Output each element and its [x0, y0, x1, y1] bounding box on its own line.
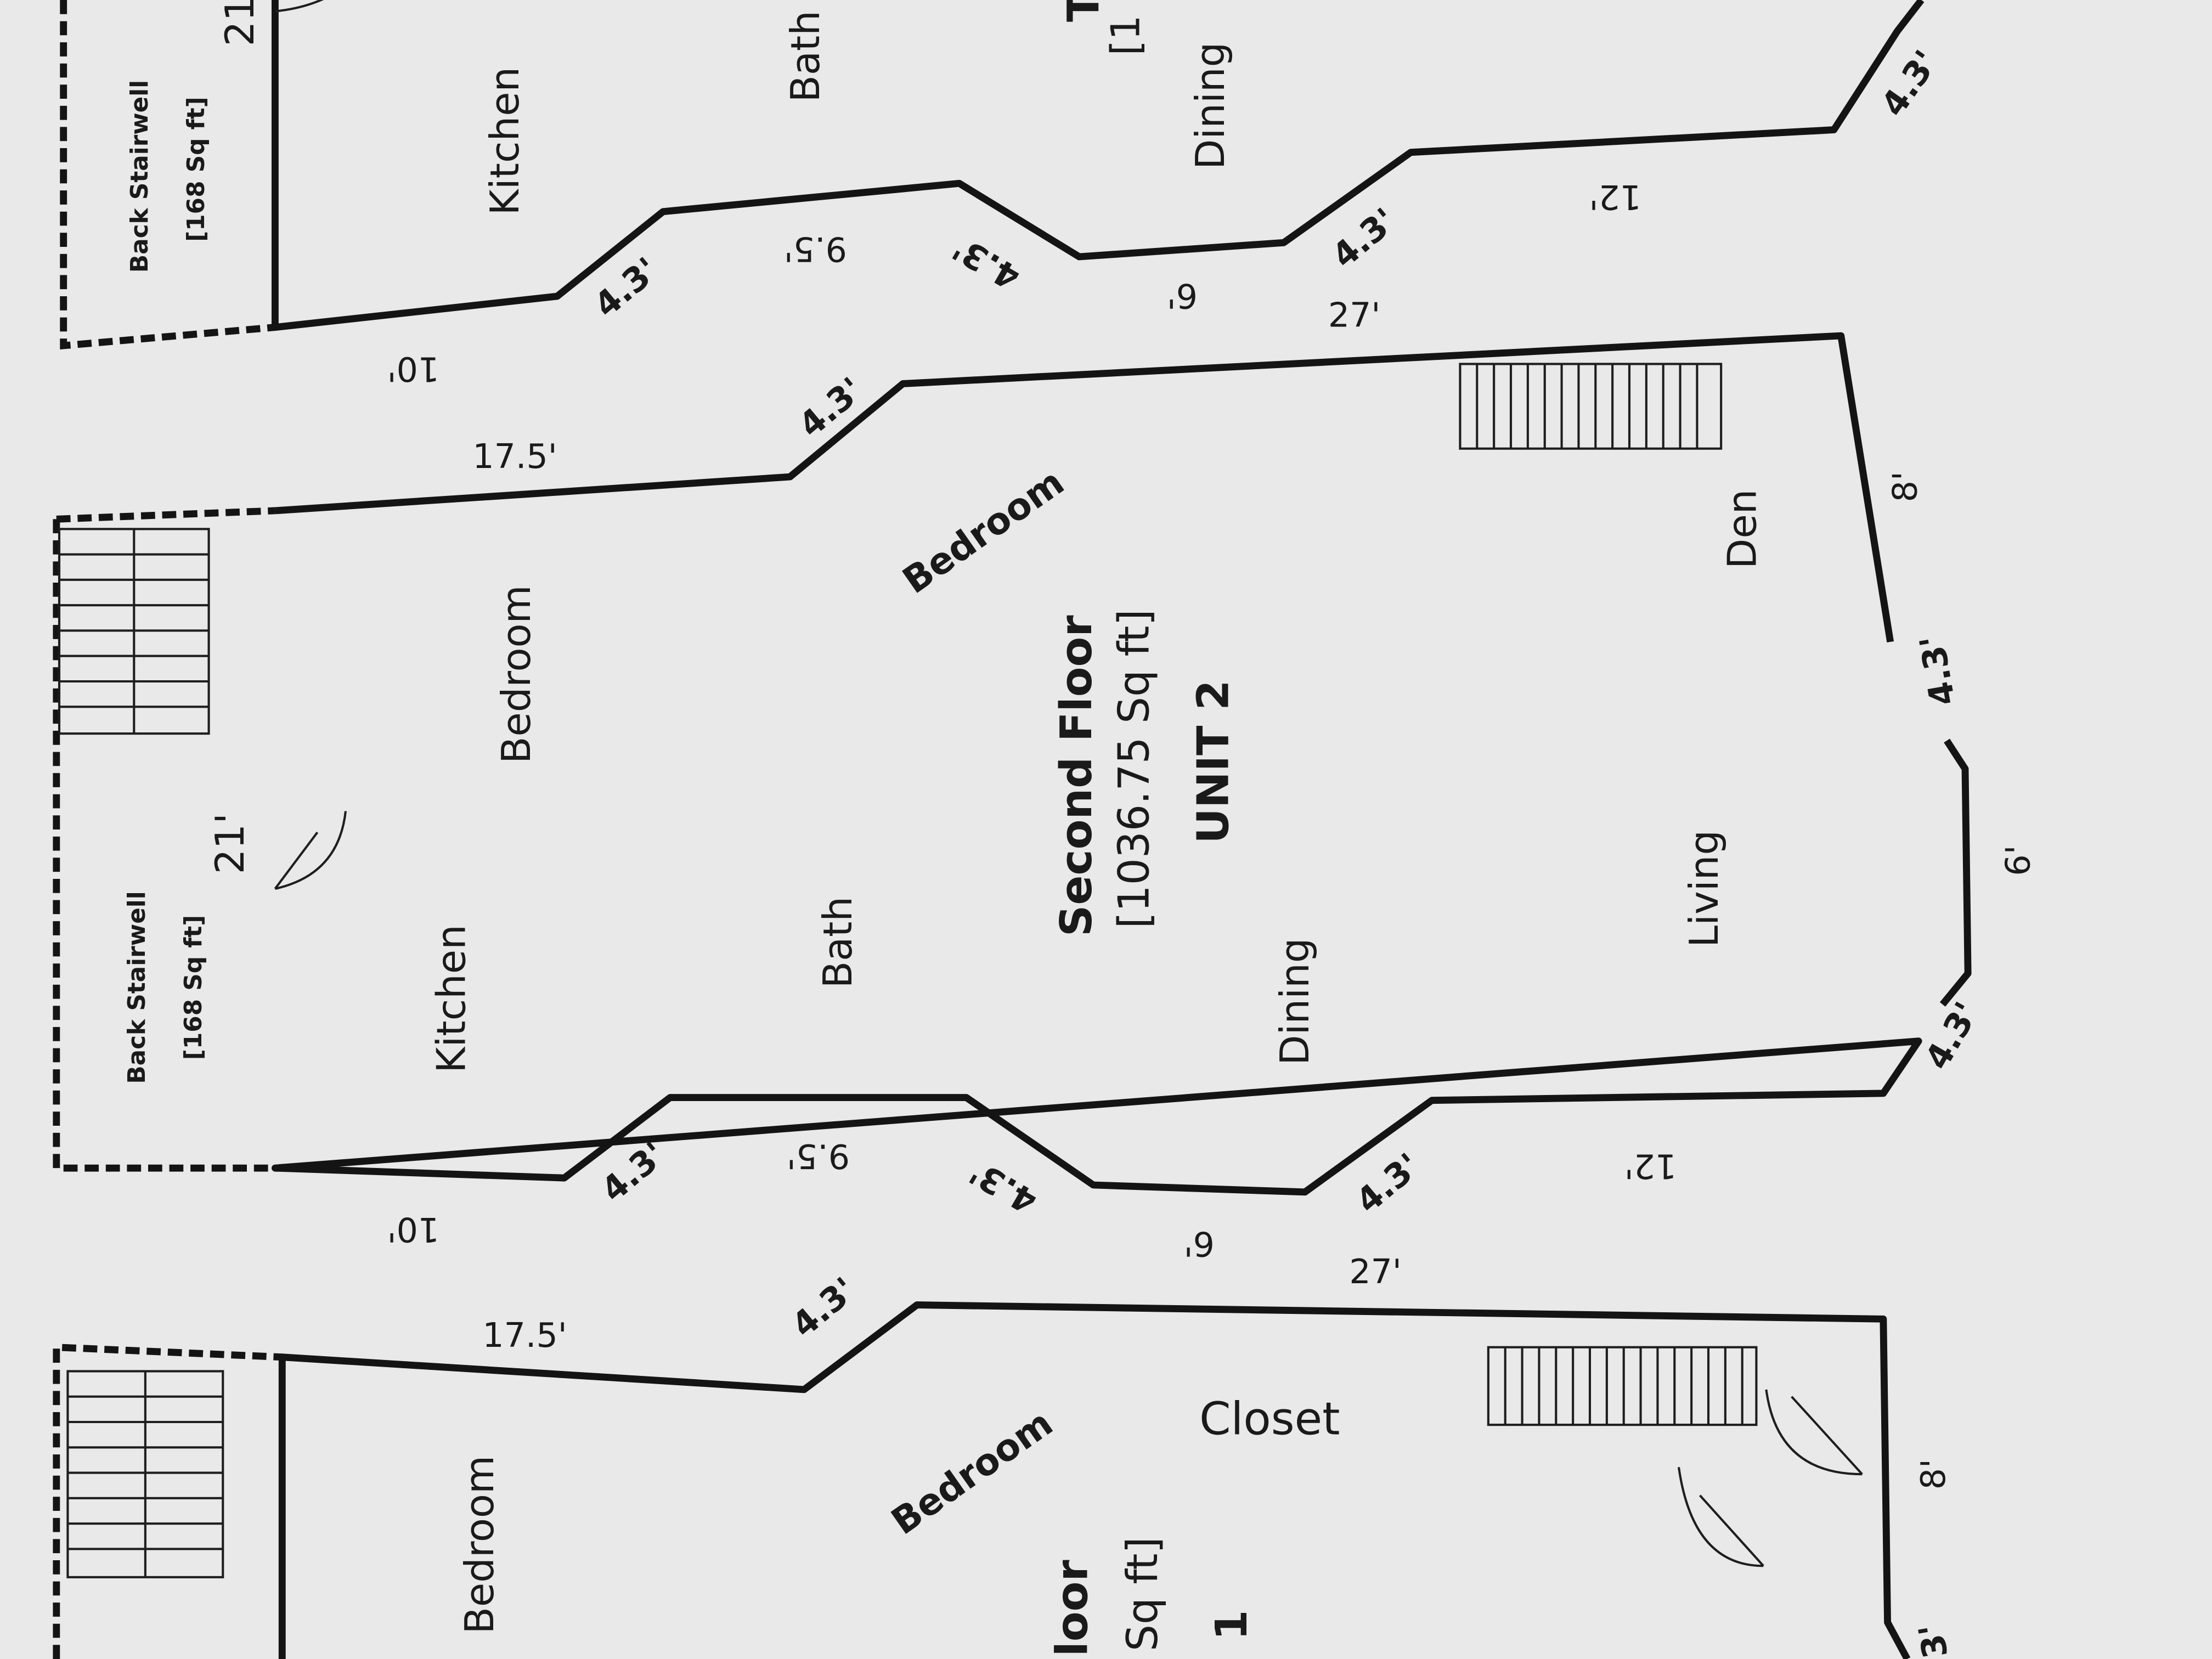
room-dining: Dining: [1187, 42, 1233, 170]
dimension: 4.3': [1348, 1146, 1428, 1221]
door-swing: [275, 0, 324, 13]
unit-outline: [272, 332, 1972, 1196]
dimension: 4.3': [1912, 633, 1963, 709]
dimension: 9.5': [784, 229, 847, 269]
dimension: 27': [1349, 1252, 1401, 1291]
stairwell-area: [168 Sq ft]: [182, 97, 210, 241]
stairwell-wall-dashed: [53, 1343, 283, 1659]
room-bedroom: Bedroom: [493, 585, 539, 764]
dimension: 10': [387, 1210, 439, 1249]
dimension: 17.5': [472, 437, 557, 476]
stairwell-label: Back Stairwell: [126, 80, 154, 273]
stair-dimension: 21: [217, 0, 263, 46]
unit-2: Back Stairwell [168 Sq ft] 21' Kitchen B…: [53, 296, 2038, 1291]
dimension: 9.5': [787, 1136, 850, 1176]
dimension: 4.3': [1917, 996, 1987, 1076]
floor-area: [1036.75 Sq ft]: [1110, 609, 1159, 928]
unit-outline: [272, 0, 1925, 331]
dimension: 4.3': [785, 1270, 864, 1346]
room-bedroom: Bedroom: [884, 1401, 1060, 1543]
room-dining: Dining: [1272, 938, 1318, 1065]
dimension: 3': [1911, 1621, 1956, 1659]
dimension: 12': [1624, 1146, 1677, 1186]
room-closet: Closet: [1199, 1393, 1340, 1445]
unit-below: Bedroom Bedroom Closet loor Sq ft] 1 17.…: [53, 1270, 1956, 1659]
unit-above: Back Stairwell [168 Sq ft] 21 Kitchen Ba…: [60, 0, 1946, 388]
unit-label: UNIT 2: [1188, 680, 1239, 844]
dimension: 27': [1328, 296, 1380, 335]
partial-area: Sq ft]: [1118, 1537, 1167, 1651]
dimension: 6': [1184, 1224, 1215, 1263]
partial-title: loor: [1046, 1560, 1097, 1657]
dimension: 4.3': [1324, 200, 1404, 276]
room-kitchen: Kitchen: [428, 924, 475, 1073]
stair-dimension: 21': [207, 813, 253, 874]
radiator-icon: [1459, 363, 1723, 450]
dimension: 6': [1167, 276, 1198, 315]
dimension: 17.5': [482, 1316, 567, 1355]
dimension: 4.3': [791, 370, 871, 445]
room-bath: Bath: [782, 10, 828, 102]
dimension: 12': [1589, 177, 1641, 217]
dimension: 8': [1914, 1459, 1953, 1489]
partial-area: [1: [1103, 15, 1149, 55]
room-kitchen: Kitchen: [482, 67, 528, 216]
stairs-icon: [66, 1370, 224, 1578]
stairwell-wall-dashed: [60, 0, 275, 350]
dimension: 6': [1998, 845, 2038, 876]
stairwell-area: [168 Sq ft]: [179, 915, 207, 1060]
door-swing: [1765, 1389, 1863, 1476]
radiator-icon: [1487, 1346, 1758, 1426]
room-living: Living: [1681, 830, 1727, 947]
stairwell-wall-dashed: [53, 507, 275, 1172]
partial-unit: 1: [1206, 1610, 1257, 1640]
room-den: Den: [1719, 489, 1765, 569]
room-bedroom: Bedroom: [456, 1455, 503, 1634]
stairwell-label: Back Stairwell: [123, 891, 151, 1084]
dimension: 4.3': [963, 1152, 1043, 1221]
dimension: 10': [387, 349, 439, 388]
stairs-icon: [58, 528, 210, 735]
door-swing: [274, 811, 347, 890]
unit-outline: [278, 1301, 1911, 1659]
door-swing: [1677, 1466, 1764, 1567]
room-bath: Bath: [815, 896, 861, 988]
dimension: 4.3': [946, 228, 1027, 297]
room-bedroom: Bedroom: [895, 460, 1071, 602]
partial-title: T: [1058, 0, 1109, 22]
floor-title: Second Floor: [1051, 615, 1102, 936]
dimension: 8': [1886, 471, 1925, 502]
